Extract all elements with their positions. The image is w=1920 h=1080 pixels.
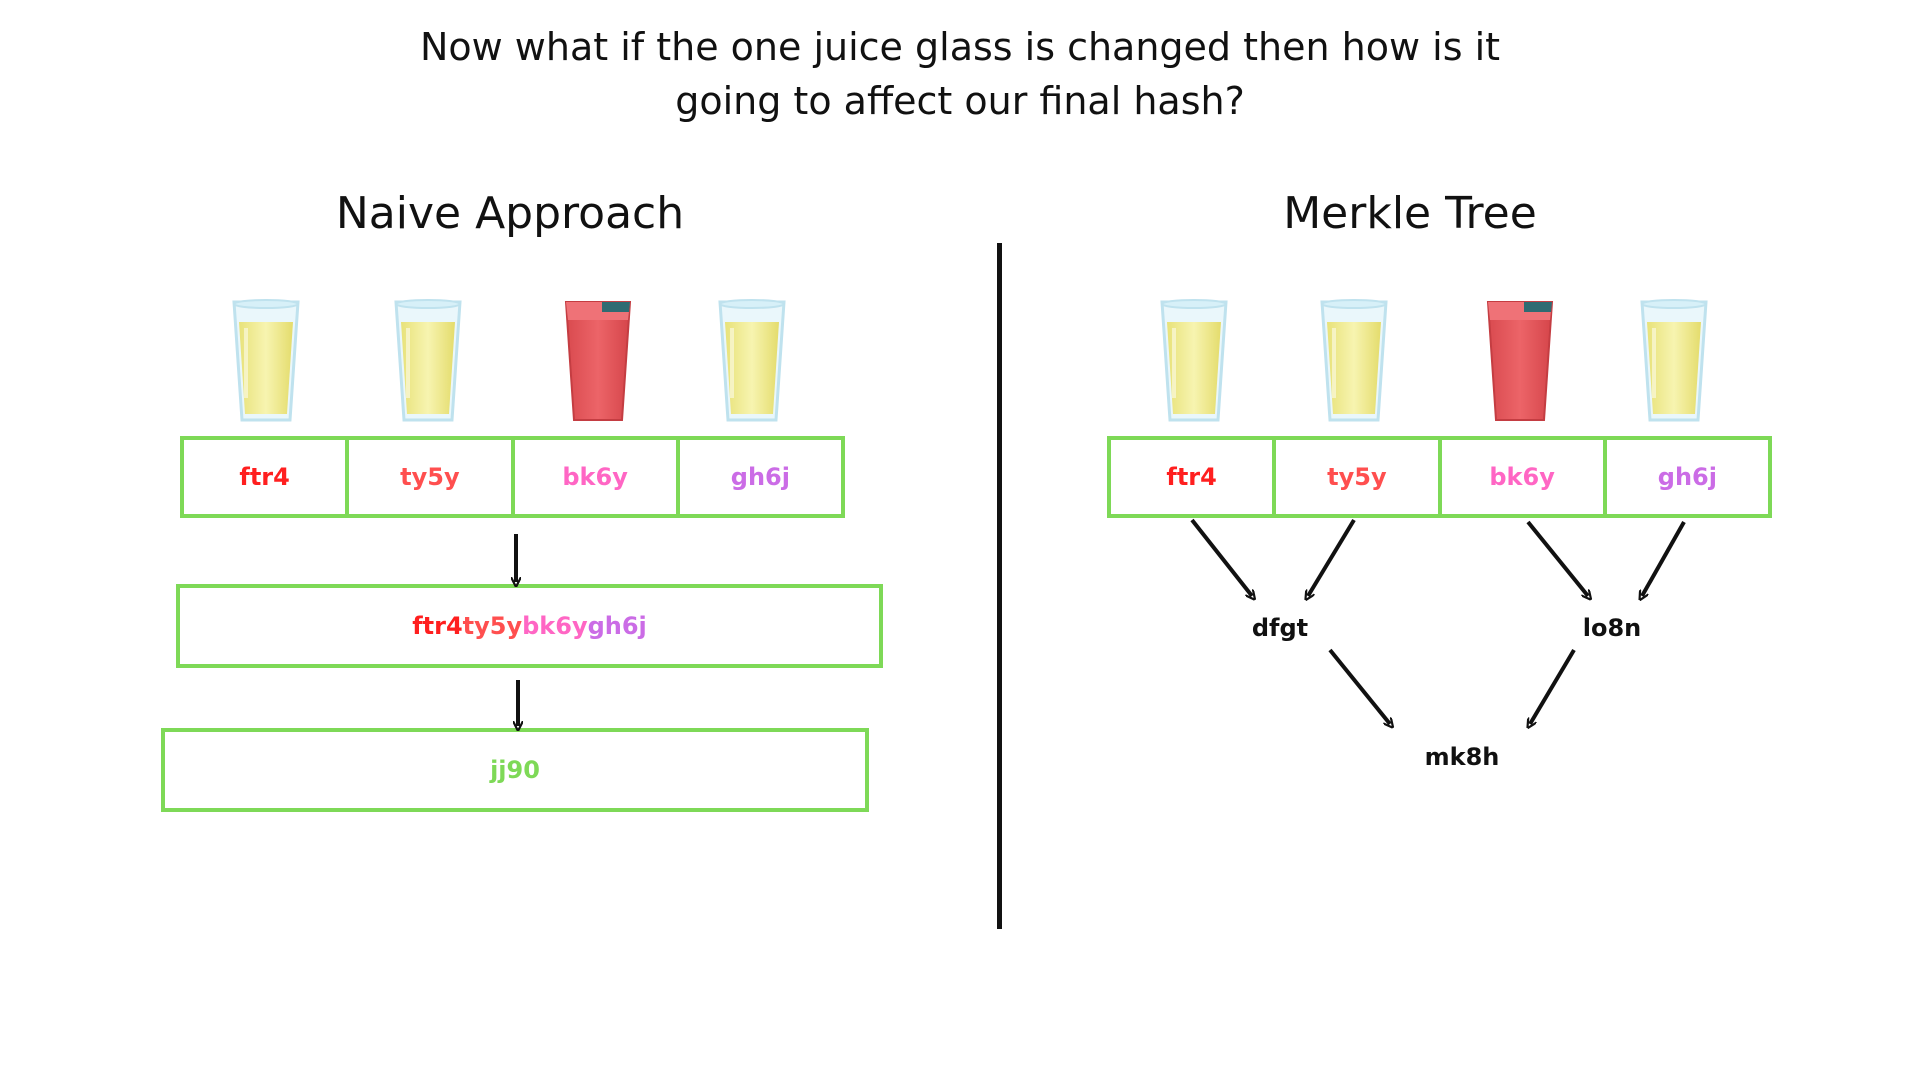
merkle-arrow-gh6j-to-lo8n bbox=[1642, 521, 1686, 596]
merkle-juice-glass-2-icon bbox=[1320, 299, 1388, 422]
merkle-hash-1: ftr4 bbox=[1166, 463, 1217, 491]
merkle-changed-red-glass-icon bbox=[1486, 301, 1554, 421]
question-line-1: Now what if the one juice glass is chang… bbox=[419, 25, 1501, 69]
merkle-arrow-ty5y-to-dfgt bbox=[1308, 518, 1356, 596]
merkle-hash-3: bk6y bbox=[1437, 440, 1603, 514]
changed-red-glass-icon bbox=[564, 301, 632, 421]
merkle-left-parent-node: dfgt bbox=[1251, 614, 1309, 642]
merkle-root-node: mk8h bbox=[1424, 743, 1500, 771]
juice-glass-1-icon bbox=[232, 299, 300, 422]
naive-hash-1: ftr4 bbox=[239, 463, 290, 491]
question-line-2: going to affect our final hash? bbox=[675, 79, 1245, 123]
naive-hash-3: bk6y bbox=[510, 440, 676, 514]
juice-glass-2-icon bbox=[394, 299, 462, 422]
merkle-arrow-dfgt-to-root bbox=[1328, 648, 1390, 724]
merkle-hash-2: ty5y bbox=[1272, 440, 1437, 514]
merkle-right-parent-node: lo8n bbox=[1582, 614, 1642, 642]
merkle-arrow-lo8n-to-root bbox=[1530, 648, 1576, 724]
naive-approach-title: Naive Approach bbox=[335, 188, 685, 239]
merkle-arrow-ftr4-to-dfgt bbox=[1190, 518, 1252, 596]
merkle-juice-glass-1-icon bbox=[1160, 299, 1228, 422]
combined-part-3: bk6y bbox=[522, 612, 588, 640]
juice-glass-4-icon bbox=[718, 299, 786, 422]
naive-hash-2: ty5y bbox=[345, 440, 510, 514]
combined-part-1: ftr4 bbox=[412, 612, 463, 640]
naive-hash-row: ftr4 ty5y bk6y gh6j bbox=[180, 436, 845, 518]
question-text: Now what if the one juice glass is chang… bbox=[360, 20, 1560, 128]
combined-part-2: ty5y bbox=[462, 612, 523, 640]
merkle-arrow-bk6y-to-lo8n bbox=[1526, 520, 1588, 596]
merkle-tree-title: Merkle Tree bbox=[1283, 188, 1537, 239]
section-divider bbox=[997, 243, 1002, 929]
merkle-hash-4: gh6j bbox=[1602, 440, 1768, 514]
merkle-hash-row: ftr4 ty5y bk6y gh6j bbox=[1107, 436, 1772, 518]
combined-part-4: gh6j bbox=[587, 612, 647, 640]
merkle-juice-glass-4-icon bbox=[1640, 299, 1708, 422]
naive-hash-4: gh6j bbox=[675, 440, 841, 514]
